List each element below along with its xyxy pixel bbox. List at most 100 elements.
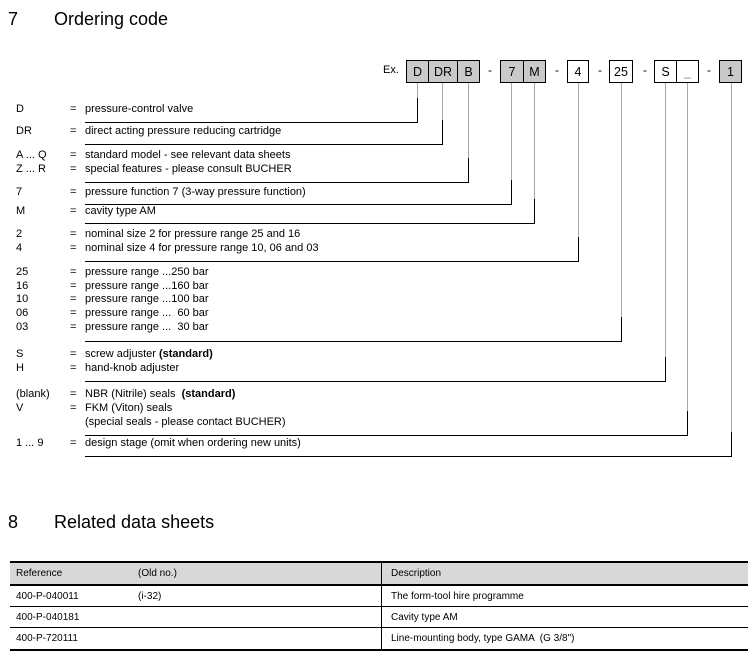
legend-code: Z ... R [16, 163, 46, 175]
legend-desc: (special seals - please contact BUCHER) [85, 416, 286, 428]
row-underline [85, 204, 512, 205]
legend-row-M: M = cavity type AM [0, 205, 755, 219]
code-box-DR: DR [428, 60, 458, 83]
section-number: 8 [8, 512, 19, 532]
section-title: Related data sheets [54, 512, 215, 532]
equals-sign: = [70, 280, 77, 292]
legend-desc: design stage (omit when ordering new uni… [85, 437, 301, 449]
leader-line [665, 83, 666, 357]
legend-code: M [16, 205, 26, 217]
leader-line [417, 83, 418, 98]
legend-code: V [16, 402, 24, 414]
table-row: 400-P-040181 Cavity type AM [10, 607, 748, 628]
legend-code: 16 [16, 280, 29, 292]
legend-row-10: 10 = pressure range ...100 bar [0, 293, 755, 307]
leader-line [468, 83, 469, 158]
row-underline [85, 223, 535, 224]
legend-row-7: 7 = pressure function 7 (3-way pressure … [0, 186, 755, 200]
code-box-4: 4 [567, 60, 589, 83]
legend-desc: direct acting pressure reducing cartridg… [85, 125, 282, 137]
leader-line [621, 83, 622, 317]
equals-sign: = [70, 103, 77, 115]
legend-code: S [16, 348, 24, 360]
code-box-B: B [457, 60, 480, 83]
legend-row-blank: (blank) = NBR (Nitrile) seals (standard) [0, 388, 755, 402]
legend-code: 7 [16, 186, 23, 198]
equals-sign: = [70, 163, 77, 175]
equals-sign: = [70, 348, 77, 360]
dash-separator: - [707, 63, 711, 77]
leader-line [665, 357, 666, 382]
equals-sign: = [70, 437, 77, 449]
header-reference: Reference [16, 568, 63, 579]
row-underline [85, 122, 418, 123]
legend-desc: screw adjuster [85, 348, 159, 360]
dash-separator: - [555, 63, 559, 77]
legend-desc-bold: (standard) [181, 388, 236, 400]
leader-line [511, 180, 512, 205]
legend-desc: pressure-control valve [85, 103, 194, 115]
legend-desc: cavity type AM [85, 205, 156, 217]
table-row: 400-P-720111 Line-mounting body, type GA… [10, 628, 748, 649]
legend-row-S: S = screw adjuster (standard) [0, 348, 755, 362]
equals-sign: = [70, 228, 77, 240]
code-box-blank: _ [676, 60, 699, 83]
legend-code: 4 [16, 242, 23, 254]
cell-description: Line-mounting body, type GAMA (G 3/8") [381, 628, 748, 649]
legend-desc: pressure function 7 (3-way pressure func… [85, 186, 306, 198]
legend-row-DR: DR = direct acting pressure reducing car… [0, 125, 755, 139]
legend-code: 2 [16, 228, 23, 240]
leader-line [442, 83, 443, 120]
row-underline [85, 144, 443, 145]
equals-sign: = [70, 186, 77, 198]
legend-row-4: 4 = nominal size 4 for pressure range 10… [0, 242, 755, 256]
legend-desc: standard model - see relevant data sheet… [85, 149, 291, 161]
leader-line [534, 83, 535, 199]
table-header-row: Reference (Old no.) Description [10, 563, 748, 586]
legend-row-25: 25 = pressure range ...250 bar [0, 266, 755, 280]
legend-code: DR [16, 125, 32, 137]
leader-line [687, 83, 688, 411]
legend-row-ZR: Z ... R = special features - please cons… [0, 163, 755, 177]
legend-code: 1 ... 9 [16, 437, 44, 449]
code-box-25: 25 [609, 60, 633, 83]
code-box-7: 7 [500, 60, 524, 83]
leader-line [468, 158, 469, 183]
legend-row-V-continued: (special seals - please contact BUCHER) [0, 416, 755, 430]
equals-sign: = [70, 242, 77, 254]
legend-code: H [16, 362, 24, 374]
legend-desc: NBR (Nitrile) seals [85, 388, 182, 400]
header-old-no: (Old no.) [138, 568, 177, 579]
legend-row-2: 2 = nominal size 2 for pressure range 25… [0, 228, 755, 242]
leader-line [731, 83, 732, 432]
cell-old-no [132, 607, 381, 627]
legend-desc: pressure range ...160 bar [85, 280, 209, 292]
leader-line [687, 411, 688, 436]
code-box-S: S [654, 60, 677, 83]
cell-description: Cavity type AM [381, 607, 748, 627]
legend-row-19: 1 ... 9 = design stage (omit when orderi… [0, 437, 755, 451]
legend-desc: pressure range ...100 bar [85, 293, 209, 305]
leader-line [417, 98, 418, 123]
cell-reference: 400-P-040181 [16, 611, 80, 623]
code-box-D: D [406, 60, 429, 83]
equals-sign: = [70, 149, 77, 161]
dash-separator: - [598, 63, 602, 77]
row-underline [85, 261, 579, 262]
legend-desc: nominal size 2 for pressure range 25 and… [85, 228, 301, 240]
legend-row-06: 06 = pressure range ... 60 bar [0, 307, 755, 321]
section-number: 7 [8, 9, 19, 29]
dash-separator: - [643, 63, 647, 77]
row-underline [85, 182, 469, 183]
dash-separator: - [488, 63, 492, 77]
equals-sign: = [70, 321, 77, 333]
legend-code: (blank) [16, 388, 50, 400]
legend-desc: pressure range ... 30 bar [85, 321, 209, 333]
legend-desc: pressure range ... 60 bar [85, 307, 209, 319]
code-box-M: M [523, 60, 546, 83]
row-underline [85, 435, 688, 436]
leader-line [578, 83, 579, 237]
legend-desc: FKM (Viton) seals [85, 402, 173, 414]
legend-code: 10 [16, 293, 29, 305]
